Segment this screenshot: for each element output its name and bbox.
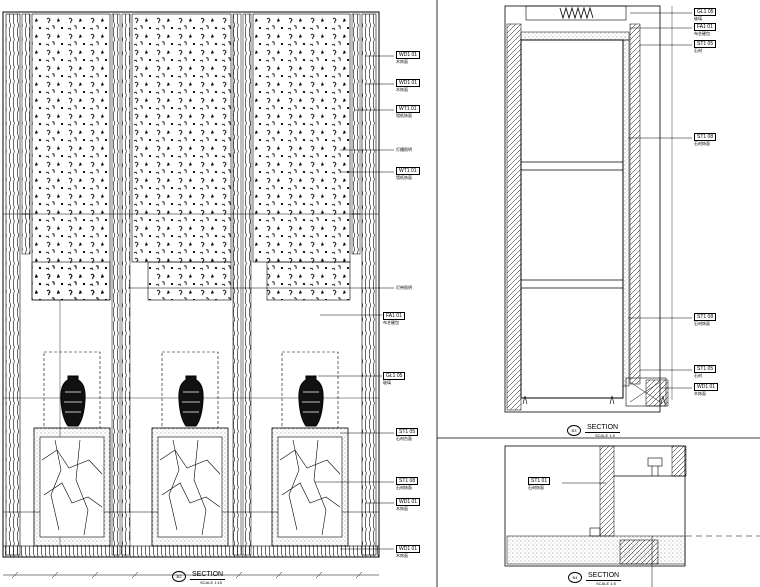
tag-desc: 木饰面	[396, 553, 408, 558]
vase-icon	[60, 375, 86, 427]
tag-desc: 石材台面	[396, 436, 412, 441]
tag-code: WT1 01	[396, 105, 420, 113]
tag-desc: 布艺硬包	[383, 320, 399, 325]
tag-desc: 布艺硬包	[694, 31, 710, 36]
tag-desc: 石材饰面	[694, 141, 710, 146]
tag-code: ST1 05	[694, 40, 717, 48]
tag-code: ST1 08	[694, 313, 717, 321]
section-scale: SCALE 1:5	[596, 581, 616, 586]
right-top-section	[504, 5, 692, 413]
vase-icon	[298, 375, 324, 427]
tag-desc: 石材饰面	[694, 321, 710, 326]
section-title-text: SECTION	[586, 572, 622, 581]
tag-code: WD1 01	[694, 383, 719, 391]
tag-desc: 玻璃	[694, 16, 702, 21]
section-bubble: B4	[568, 572, 582, 583]
tag-code: GL1 05	[383, 372, 406, 380]
marble-base	[33, 427, 111, 547]
right-bottom-section	[504, 445, 760, 587]
tag-desc: 灯带照明	[396, 285, 412, 290]
section-title-text: SECTION	[585, 424, 621, 433]
tag-desc: 墙纸饰面	[396, 175, 412, 180]
tag-desc: 木饰面	[396, 506, 408, 511]
tag-desc: 木饰面	[396, 59, 408, 64]
tag-desc: 灯槽照明	[396, 147, 412, 152]
left-elevation	[2, 11, 394, 579]
tag-desc: 玻璃	[383, 380, 391, 385]
tag-code: FA1 01	[694, 23, 716, 31]
tag-code: WD1 01	[396, 545, 421, 553]
tag-desc: 石材	[694, 48, 702, 53]
tag-code: ST1 08	[694, 133, 717, 141]
tag-desc: 木饰面	[694, 391, 706, 396]
material-tag: 灯带照明	[396, 285, 412, 290]
tag-desc: 墙纸饰面	[396, 113, 412, 118]
tag-code: FA1 01	[383, 312, 405, 320]
tag-desc: 石材饰面	[396, 485, 412, 490]
section-bubble: B3	[567, 425, 581, 436]
tag-desc: 石材	[694, 373, 702, 378]
tag-desc: 木饰面	[396, 87, 408, 92]
section-bubble: B2	[172, 571, 186, 582]
tag-code: ST1 08	[396, 477, 419, 485]
tag-code: ST1 05	[396, 428, 419, 436]
tag-code: GL1 05	[694, 8, 717, 16]
section-scale: SCALE 1:15	[200, 580, 223, 585]
marble-base	[151, 427, 229, 547]
tag-code: ST1 01	[528, 477, 551, 485]
vase-icon	[178, 375, 204, 427]
tag-code: ST1 05	[694, 365, 717, 373]
material-tag: 灯槽照明	[396, 147, 412, 152]
tag-code: WD1 01	[396, 51, 421, 59]
tag-code: WD1 01	[396, 79, 421, 87]
tag-code: WD1 01	[396, 498, 421, 506]
marble-base	[271, 427, 349, 547]
section-title-text: SECTION	[190, 571, 226, 580]
tag-code: WT1 01	[396, 167, 420, 175]
tag-desc: 石材饰面	[528, 485, 544, 490]
section-scale: SCALE 1:5	[595, 433, 615, 438]
